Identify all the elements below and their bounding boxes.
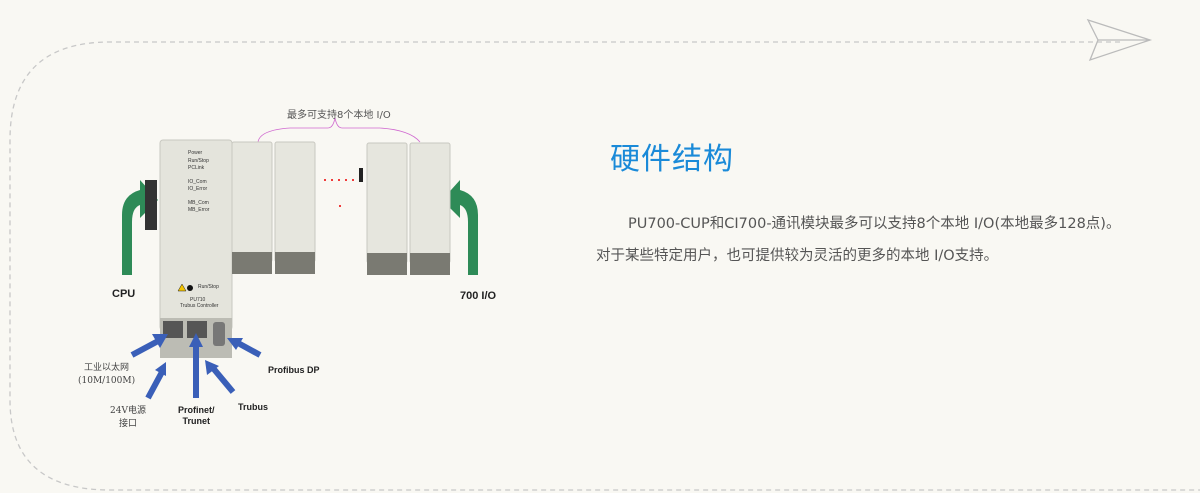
profibus-port-label: Profibus DP: [268, 365, 320, 375]
cpu-model: PU710: [190, 297, 206, 303]
ethernet-port-label: 工业以太网(10M/100M): [78, 363, 136, 386]
io-label: 700 I/O: [460, 290, 497, 302]
green-arrow-io: [442, 180, 478, 275]
led-label: IO_Com: [188, 178, 207, 185]
cpu-label: CPU: [112, 288, 136, 300]
cpu-name: Trubus Controller: [180, 303, 219, 309]
io-modules: [231, 141, 451, 264]
paper-plane-icon: [1086, 18, 1153, 62]
led-label: MB_Com: [188, 199, 209, 206]
led-label: MB_Error: [188, 207, 210, 213]
led-label: Power: [188, 150, 203, 156]
description-paragraph-1: PU700-CUP和CI700-通讯模块最多可以支持8个本地 I/O(本地最多1…: [628, 216, 1121, 232]
io-bracket: [257, 117, 421, 143]
led-label: IO_Error: [188, 186, 208, 192]
cpu-led-labels: Power Run/Stop PCLink IO_Com IO_Error MB…: [188, 150, 209, 215]
description-paragraph-2: 对于某些特定用户，也可提供较为灵活的更多的本地 I/O支持。: [596, 248, 999, 264]
trubus-port-label: Trubus: [238, 402, 269, 412]
led-label: PCLink: [188, 165, 205, 171]
port-arrows: [130, 333, 262, 400]
led-label: Run/Stop: [188, 157, 209, 164]
io-capacity-note: 最多可支持8个本地 I/O: [287, 110, 391, 121]
run-stop-button-label: Run/Stop: [198, 284, 219, 290]
power-port-label: 24V电源接口: [110, 406, 146, 429]
section-title: 硬件结构: [610, 142, 734, 177]
profinet-port-label: Profinet/Trunet: [178, 405, 215, 426]
hardware-diagram: [122, 117, 478, 400]
continuation-dots: [324, 179, 354, 207]
